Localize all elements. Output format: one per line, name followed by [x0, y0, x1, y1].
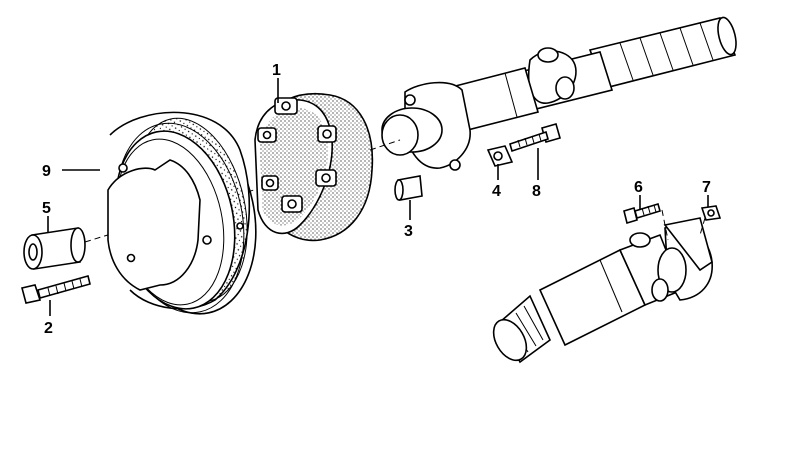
callout-5: 5	[42, 200, 51, 217]
callouts: 1 2 3 4 5 6 7 8 9	[42, 62, 711, 337]
callout-7: 7	[702, 179, 711, 196]
propeller-shaft-lower	[492, 217, 713, 364]
callout-8: 8	[532, 183, 541, 200]
flex-disc-drawing	[236, 93, 374, 242]
propeller-shaft-upper	[381, 16, 737, 171]
vibration-damper-drawing	[107, 111, 257, 315]
callout-9: 9	[42, 163, 51, 180]
nut-small-drawing	[699, 205, 722, 236]
callout-2: 2	[44, 320, 53, 337]
bolt-small-drawing	[623, 202, 669, 241]
hex-nut-drawing	[486, 145, 514, 167]
callout-6: 6	[634, 179, 643, 196]
leader-lines	[47, 78, 709, 316]
spacer-sleeve-drawing	[394, 175, 423, 201]
callout-1: 1	[272, 62, 281, 79]
hex-bolt-long-drawing	[509, 123, 561, 153]
hex-bolt-drawing	[21, 275, 91, 304]
bushing-drawing	[23, 227, 86, 270]
callout-4: 4	[492, 183, 501, 200]
callout-3: 3	[404, 223, 413, 240]
